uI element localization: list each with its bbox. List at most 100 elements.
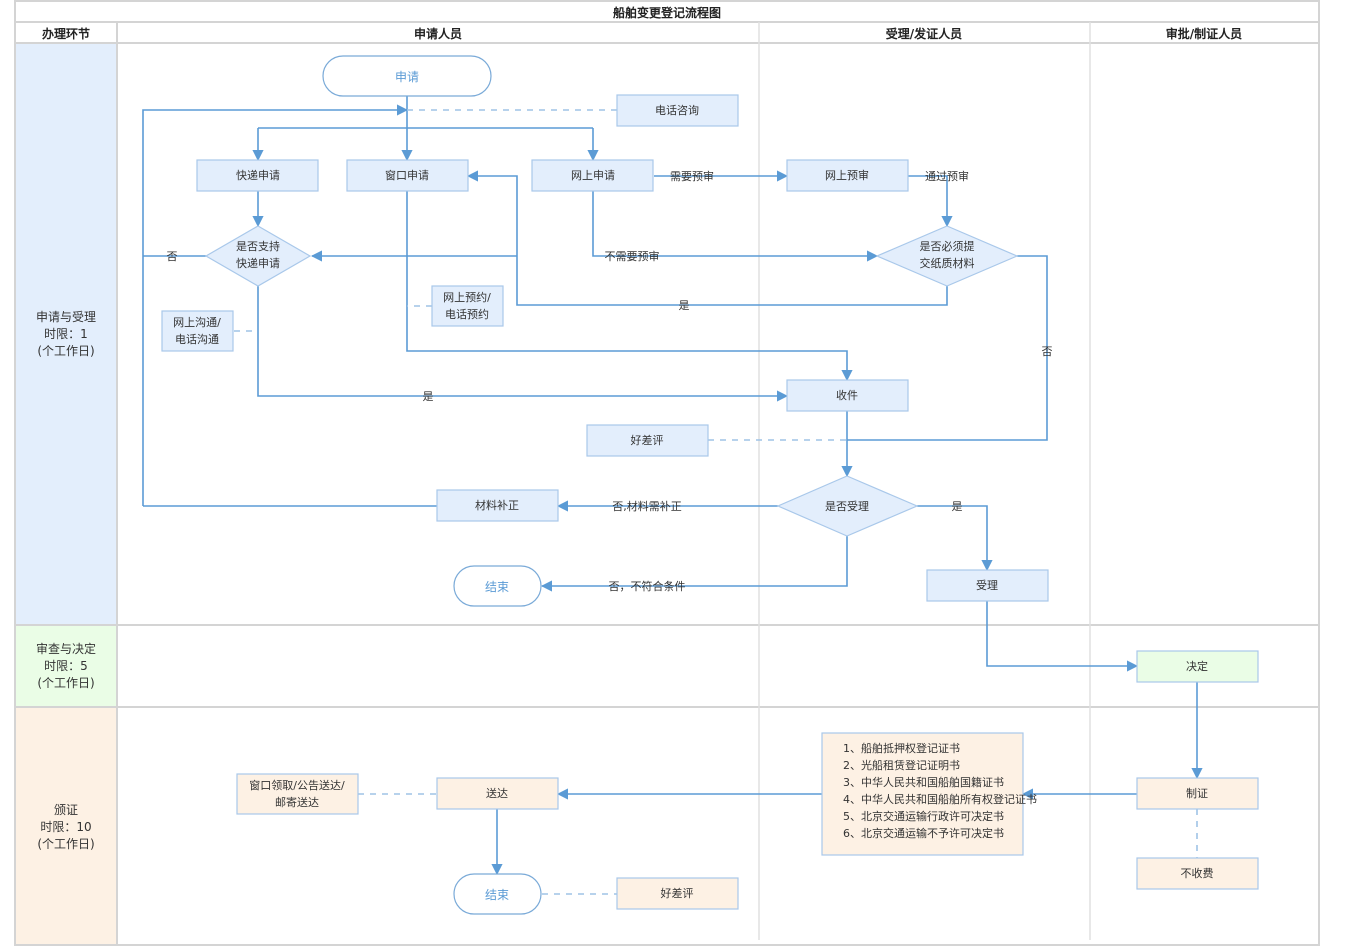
node-deliver[interactable]: 送达 — [436, 777, 559, 810]
node-label: 结束 — [485, 580, 509, 594]
edge-paper-no — [847, 255, 1048, 441]
certificate-item: 4、中华人民共和国船舶所有权登记证书 — [843, 792, 1037, 806]
edge-accept-to-decide — [986, 601, 1139, 672]
node-express-apply[interactable]: 快递申请 — [196, 159, 319, 192]
lane-label-line: 时限：10 — [40, 820, 91, 834]
table-border — [14, 0, 1320, 946]
edge-label-no-precheck: 不需要预审 — [605, 249, 660, 263]
node-paper-required-decision[interactable]: 是否必须提 交纸质材料 — [875, 225, 1019, 287]
edge-label-no-paper: 否 — [1042, 345, 1053, 358]
node-label: 电话咨询 — [655, 103, 699, 117]
node-label: 好差评 — [631, 433, 664, 447]
lane-label-line: (个工作日) — [37, 837, 94, 851]
edge-label-yes-accept: 是 — [952, 500, 963, 513]
node-label: 收件 — [836, 388, 858, 402]
chart-title: 船舶变更登记流程图 — [613, 5, 721, 20]
node-make-cert[interactable]: 制证 — [1136, 777, 1259, 810]
lane-label-line: (个工作日) — [37, 344, 94, 358]
certificate-item: 1、船舶抵押权登记证书 — [843, 741, 960, 755]
node-accept-decision[interactable]: 是否受理 — [776, 475, 919, 537]
node-online-booking[interactable]: 网上预约/ 电话预约 — [431, 285, 504, 327]
node-delivery-methods[interactable]: 窗口领取/公告送达/ 邮寄送达 — [236, 773, 359, 815]
edge-pass-precheck — [908, 175, 953, 228]
node-label: 网上沟通/ — [173, 316, 221, 329]
lane-label-apply: 申请与受理 时限：1 (个工作日) — [36, 310, 96, 358]
node-rating-1[interactable]: 好差评 — [586, 424, 709, 457]
node-online-communicate[interactable]: 网上沟通/ 电话沟通 — [161, 310, 234, 352]
column-header-stage: 办理环节 — [42, 26, 90, 41]
node-express-supported-decision[interactable]: 是否支持 快递申请 — [204, 225, 312, 287]
node-no-fee[interactable]: 不收费 — [1136, 857, 1259, 890]
edge-no-precheck — [592, 191, 879, 262]
node-label: 快递申请 — [236, 168, 280, 182]
edge-label-pass-precheck: 通过预审 — [925, 169, 969, 183]
node-label: 制证 — [1186, 787, 1208, 800]
node-window-apply[interactable]: 窗口申请 — [346, 159, 469, 192]
node-label: 网上预审 — [825, 168, 869, 182]
lane-bg-apply — [15, 43, 117, 625]
node-label: 邮寄送达 — [275, 795, 319, 809]
edge-label-yes-express: 是 — [423, 390, 434, 403]
node-start[interactable]: 申请 — [322, 55, 492, 97]
node-label: 是否必须提 — [920, 240, 975, 253]
node-label: 窗口申请 — [385, 168, 429, 182]
edge-to-window — [466, 170, 518, 256]
edge-label-yes-paper: 是 — [679, 299, 690, 312]
node-label: 送达 — [486, 786, 508, 800]
lane-label-line: (个工作日) — [37, 676, 94, 690]
certificate-item: 2、光船租赁登记证明书 — [843, 758, 960, 772]
node-phone-consult[interactable]: 电话咨询 — [616, 94, 739, 127]
column-header-applicant: 申请人员 — [414, 26, 462, 41]
edge-label-no-supplement: 否,材料需补正 — [612, 499, 682, 513]
node-label: 结束 — [485, 888, 509, 902]
node-label: 材料补正 — [475, 498, 519, 512]
node-rating-2[interactable]: 好差评 — [616, 877, 739, 910]
node-online-precheck[interactable]: 网上预审 — [786, 159, 909, 192]
lane-label-line: 时限：5 — [44, 659, 88, 673]
edge-label-no-express: 否 — [167, 250, 178, 263]
lane-bg-review — [15, 625, 117, 707]
edge-paper-yes — [516, 256, 948, 306]
node-label: 电话预约 — [445, 308, 489, 321]
lane-label-line: 时限：1 — [44, 327, 88, 341]
edge-window-to-receive — [406, 191, 853, 382]
node-label: 申请 — [395, 70, 419, 84]
edge-yes-accept — [917, 505, 993, 572]
certificate-item: 5、北京交通运输行政许可决定书 — [843, 809, 1004, 823]
node-label: 网上预约/ — [443, 291, 491, 304]
node-online-apply[interactable]: 网上申请 — [531, 159, 654, 192]
node-label: 快递申请 — [236, 256, 280, 270]
node-supplement[interactable]: 材料补正 — [436, 489, 559, 522]
node-end-2[interactable]: 结束 — [453, 873, 542, 915]
node-label: 不收费 — [1181, 866, 1214, 880]
node-label: 窗口领取/公告送达/ — [249, 778, 345, 792]
certificate-item: 6、北京交通运输不予许可决定书 — [843, 826, 1004, 840]
edge-express-yes-to-receive — [257, 286, 789, 402]
node-label: 决定 — [1186, 659, 1208, 673]
node-label: 是否受理 — [825, 500, 869, 513]
lane-label-review: 审查与决定 时限：5 (个工作日) — [36, 641, 96, 690]
node-label: 受理 — [976, 579, 998, 592]
node-label: 电话沟通 — [175, 333, 219, 346]
node-end-1[interactable]: 结束 — [453, 565, 542, 607]
node-accept[interactable]: 受理 — [926, 569, 1049, 602]
lane-label-line: 审查与决定 — [36, 641, 96, 656]
edge-no-unqualified — [540, 536, 848, 592]
node-certificates[interactable]: 1、船舶抵押权登记证书 2、光船租赁登记证明书 3、中华人民共和国船舶国籍证书 … — [821, 732, 1037, 856]
lane-label-line: 颁证 — [54, 802, 78, 817]
lane-label-issue: 颁证 时限：10 (个工作日) — [37, 802, 94, 851]
node-label: 是否支持 — [236, 239, 280, 253]
column-header-acceptor: 受理/发证人员 — [886, 26, 962, 41]
node-receive[interactable]: 收件 — [786, 379, 909, 412]
node-label: 好差评 — [661, 886, 694, 900]
edge-label-no-unqualified: 否，不符合条件 — [609, 579, 686, 593]
lane-label-line: 申请与受理 — [36, 310, 96, 324]
column-header-approver: 审批/制证人员 — [1166, 26, 1242, 41]
edge-loop-back — [142, 104, 409, 506]
node-label: 网上申请 — [571, 169, 615, 182]
edge-label-need-precheck: 需要预审 — [670, 169, 714, 183]
node-decide[interactable]: 决定 — [1136, 650, 1259, 683]
node-label: 交纸质材料 — [920, 256, 975, 270]
